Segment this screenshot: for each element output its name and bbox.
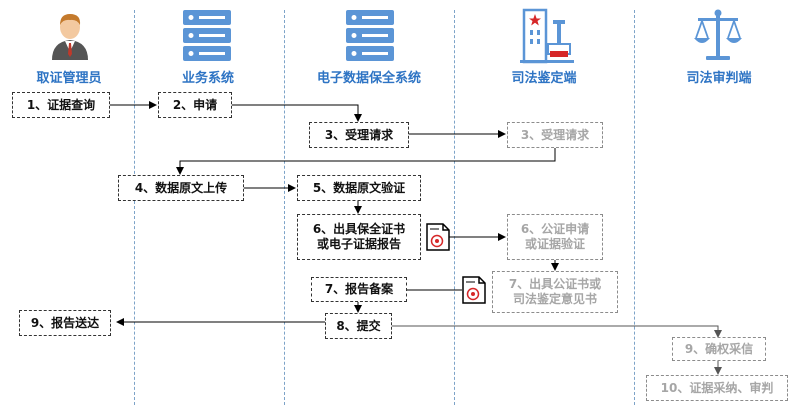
server-icon xyxy=(346,10,394,66)
step-7-issue-notarial-certificate: 7、出具公证书或 司法鉴定意见书 xyxy=(492,271,618,313)
step-4-upload-original-data: 4、数据原文上传 xyxy=(118,175,244,201)
arrow-2-to-3 xyxy=(232,104,362,122)
certificate-document-icon xyxy=(462,276,486,308)
step-8-submit: 8、提交 xyxy=(325,313,392,339)
arrow-3b-to-4 xyxy=(176,147,556,175)
step-6-issue-certificate: 6、出具保全证书 或电子证据报告 xyxy=(297,214,421,260)
lane-title-preservation-system: 电子数据保全系统 xyxy=(316,71,421,86)
arrow-8-to-9b xyxy=(392,325,722,338)
step-5-verify-original-data: 5、数据原文验证 xyxy=(297,175,421,201)
lane-divider xyxy=(634,10,635,405)
scales-icon xyxy=(693,8,743,66)
lane-title-judicial-trial: 司法审判端 xyxy=(686,71,752,86)
step-7-line-2: 司法鉴定意见书 xyxy=(512,292,597,306)
step-10-evidence-adoption-trial: 10、证据采纳、审判 xyxy=(646,375,788,401)
lane-title-evidence-admin: 取证管理员 xyxy=(36,71,102,86)
step-9-report-delivery: 9、报告送达 xyxy=(19,310,111,336)
step-6b-line-1: 6、公证申请 xyxy=(520,222,590,236)
step-6-line-2: 或电子证据报告 xyxy=(316,237,401,251)
step-1-evidence-query: 1、证据查询 xyxy=(12,92,110,118)
server-icon xyxy=(183,10,231,66)
building-icon xyxy=(520,8,574,68)
step-7-report-filing: 7、报告备案 xyxy=(311,277,407,302)
lane-title-forensic-appraisal: 司法鉴定端 xyxy=(511,71,577,86)
lane-divider xyxy=(134,10,135,405)
certificate-document-icon xyxy=(426,223,450,255)
step-3-accept-request: 3、受理请求 xyxy=(309,122,409,148)
lane-divider xyxy=(284,10,285,405)
person-icon xyxy=(50,10,90,64)
step-3-accept-request-appraisal: 3、受理请求 xyxy=(507,122,603,148)
step-9-rights-confirmation: 9、确权采信 xyxy=(672,337,766,361)
step-6-line-1: 6、出具保全证书 xyxy=(312,222,406,236)
step-7-line-1: 7、出具公证书或 xyxy=(508,277,602,291)
lane-divider xyxy=(454,10,455,405)
step-2-apply: 2、申请 xyxy=(158,92,232,118)
lane-title-business-system: 业务系统 xyxy=(181,71,234,86)
step-6-notarization-request: 6、公证申请 或证据验证 xyxy=(507,214,603,260)
step-6b-line-2: 或证据验证 xyxy=(524,237,585,251)
